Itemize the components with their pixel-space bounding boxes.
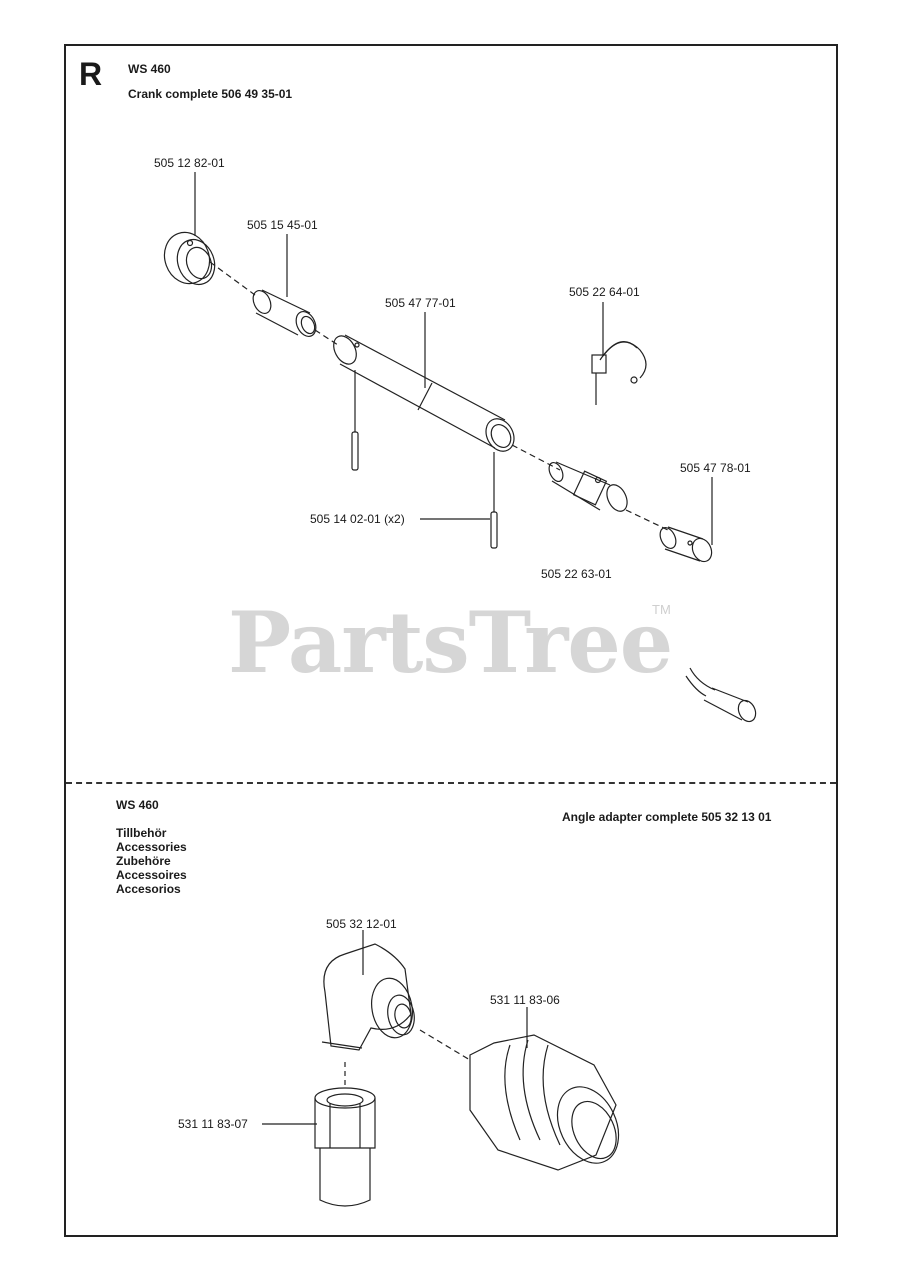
part-number-label: 531 11 83-07: [178, 1117, 248, 1131]
assembly-subtitle: Crank complete 506 49 35-01: [128, 87, 293, 101]
part-number-label: 531 11 83-06: [490, 993, 560, 1007]
hex-nipple-part: [314, 1062, 376, 1207]
quick-coupler-part: [419, 1029, 620, 1171]
part-number-label: 505 22 63-01: [541, 567, 612, 581]
page-frame: [64, 44, 838, 1237]
section-divider: [66, 782, 836, 784]
language-label: Accessoires: [116, 868, 187, 882]
lower-model-title: WS 460: [116, 798, 159, 812]
detail-fragment: [685, 667, 757, 723]
part-number-label: 505 47 78-01: [680, 461, 751, 475]
part-number-label: 505 47 77-01: [385, 296, 456, 310]
section-letter: R: [79, 56, 103, 92]
coupling-part: [548, 461, 628, 512]
axis-line: [511, 444, 561, 471]
part-number-label: 505 15 45-01: [247, 218, 318, 232]
end-cap-part: [659, 526, 713, 563]
part-number-label: 505 22 64-01: [569, 285, 640, 299]
part-number-label: 505 14 02-01 (x2): [310, 512, 405, 526]
pin-part: [351, 370, 359, 471]
language-label: Accesorios: [116, 882, 181, 896]
model-title: WS 460: [128, 62, 171, 76]
language-label: Accessories: [116, 840, 187, 854]
language-label: Tillbehör: [116, 826, 167, 840]
part-number-label: 505 32 12-01: [326, 917, 397, 931]
part-number-label: 505 12 82-01: [154, 156, 225, 170]
axis-line: [209, 261, 256, 296]
angle-adapter-title: Angle adapter complete 505 32 13 01: [562, 810, 772, 824]
angle-elbow-part: [321, 943, 415, 1051]
axis-line: [625, 509, 669, 531]
trademark-mark: TM: [652, 602, 671, 617]
language-label: Zubehöre: [116, 854, 171, 868]
pin-part: [490, 452, 498, 549]
collar-ring-part: [163, 231, 216, 286]
language-list: Tillbehör Accessories Zubehöre Accessoir…: [116, 826, 187, 896]
sleeve-part: [252, 289, 317, 337]
clip-part: [591, 341, 647, 405]
watermark-logo: PartsTree: [228, 593, 673, 692]
